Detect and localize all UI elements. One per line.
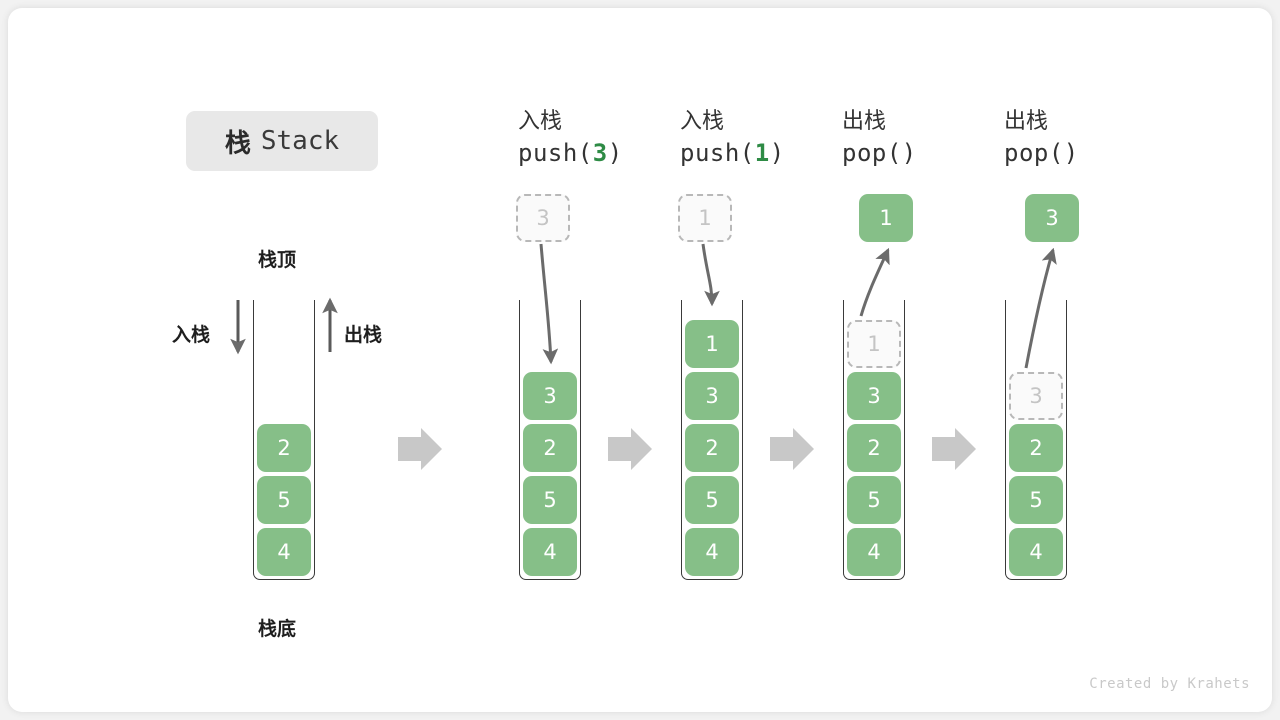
column-header-push-1: 入栈 push(1) — [680, 107, 785, 169]
stack-cell: 1 — [685, 320, 739, 368]
column-header-code: push(1) — [680, 137, 785, 169]
code-suffix: ) — [607, 139, 623, 167]
stack-cell: 2 — [685, 424, 739, 472]
stack-ghost-cell: 1 — [847, 320, 901, 368]
stack-cell: 4 — [257, 528, 311, 576]
popped-cell-3: 3 — [1025, 194, 1079, 242]
code-suffix: ) — [769, 139, 785, 167]
stack-cell: 2 — [523, 424, 577, 472]
floating-ghost-cell-push-1: 1 — [678, 194, 732, 242]
stack-walls — [519, 300, 581, 580]
stack-cell: 2 — [257, 424, 311, 472]
stack-cell: 5 — [685, 476, 739, 524]
floating-ghost-cell-push-3: 3 — [516, 194, 570, 242]
stack-cell: 5 — [847, 476, 901, 524]
stack-walls — [843, 300, 905, 580]
column-header-code: push(3) — [518, 137, 623, 169]
stack-cell: 4 — [847, 528, 901, 576]
column-header-cn: 入栈 — [680, 109, 725, 134]
label-stack-top: 栈顶 — [258, 249, 297, 271]
column-header-cn: 出栈 — [842, 109, 887, 134]
label-stack-bottom: 栈底 — [258, 618, 297, 640]
label-pop-side: 出栈 — [344, 324, 383, 346]
column-header-cn: 出栈 — [1004, 109, 1049, 134]
column-header-cn: 入栈 — [518, 109, 563, 134]
stack-ghost-cell: 3 — [1009, 372, 1063, 420]
code-prefix: pop() — [842, 139, 917, 167]
stack-after-push-1: 1 3 2 5 4 — [681, 300, 743, 580]
stack-cell: 4 — [523, 528, 577, 576]
stack-cell: 4 — [1009, 528, 1063, 576]
title-cn: 栈 — [224, 128, 251, 159]
popped-cell-1: 1 — [859, 194, 913, 242]
stack-walls — [681, 300, 743, 580]
stack-cell: 5 — [257, 476, 311, 524]
stack-cell: 4 — [685, 528, 739, 576]
stack-cell: 3 — [685, 372, 739, 420]
code-prefix: push( — [680, 139, 755, 167]
stack-walls — [253, 300, 315, 580]
column-header-code: pop() — [1004, 137, 1079, 169]
code-prefix: pop() — [1004, 139, 1079, 167]
title-en: Stack — [260, 126, 340, 156]
stack-cell: 3 — [523, 372, 577, 420]
stack-cell: 3 — [847, 372, 901, 420]
code-prefix: push( — [518, 139, 593, 167]
footer-credit: Created by Krahets — [1089, 676, 1250, 692]
stack-cell: 5 — [523, 476, 577, 524]
column-header-push-3: 入栈 push(3) — [518, 107, 623, 169]
code-number: 3 — [592, 139, 608, 167]
code-number: 1 — [754, 139, 770, 167]
stack-cell: 5 — [1009, 476, 1063, 524]
title-badge: 栈 Stack — [186, 111, 378, 171]
stack-walls — [1005, 300, 1067, 580]
stack-cell: 2 — [1009, 424, 1063, 472]
stack-initial: 2 5 4 — [253, 300, 315, 580]
stack-after-pop-3: 3 2 5 4 — [1005, 300, 1067, 580]
column-header-code: pop() — [842, 137, 917, 169]
stack-after-pop-1: 1 3 2 5 4 — [843, 300, 905, 580]
stack-after-push-3: 3 2 5 4 — [519, 300, 581, 580]
label-push-side: 入栈 — [172, 324, 211, 346]
column-header-pop-1: 出栈 pop() — [842, 107, 917, 169]
stack-cell: 2 — [847, 424, 901, 472]
column-header-pop-3: 出栈 pop() — [1004, 107, 1079, 169]
